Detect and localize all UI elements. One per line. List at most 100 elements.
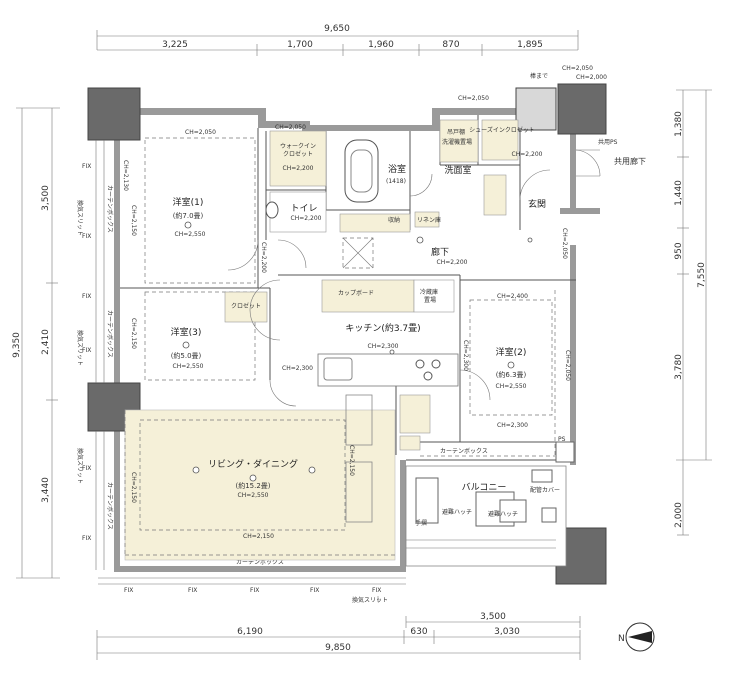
shared-corridor-label: 共用廊下 xyxy=(614,156,646,166)
balcony-name: バルコニー xyxy=(462,482,507,493)
ch-bed3-side: CH=2,150 xyxy=(130,318,137,349)
walkin-ch: CH=2,200 xyxy=(283,165,314,172)
dim-top-seg-3: 1,960 xyxy=(368,40,394,50)
curtain-box-left-1: カーテンボックス xyxy=(106,185,114,233)
right-dimensions: 1,380 1,440 950 3,780 7,550 2,000 xyxy=(674,89,712,536)
kitchen-name: キッチン(約3.7畳) xyxy=(345,322,420,334)
cupboard-label: カップボード xyxy=(338,289,374,297)
kitchen-storage xyxy=(399,435,421,451)
dim-right-seg-3: 950 xyxy=(674,242,684,259)
dim-bottom-seg-1: 6,190 xyxy=(237,627,263,637)
living-outline xyxy=(139,419,346,531)
bedroom3-outline xyxy=(144,291,256,381)
hall-storage xyxy=(339,213,411,233)
kitchen-sink xyxy=(323,357,353,381)
entrance-storage xyxy=(483,174,507,216)
shoes-closet-floor xyxy=(481,119,519,161)
bath-note: (1418) xyxy=(386,178,406,185)
balcony-area xyxy=(405,441,575,567)
bedroom1-outline xyxy=(144,137,256,284)
ch-hall-left: CH=2,200 xyxy=(260,242,267,273)
compass-label: N xyxy=(618,634,625,644)
fix-bottom-4: FIX xyxy=(310,587,319,594)
washer-space xyxy=(439,119,479,163)
fridge-label-2: 置場 xyxy=(424,296,436,304)
bedroom1-size: (約7.0畳) xyxy=(173,211,204,220)
bedroom1-ch: CH=2,550 xyxy=(175,231,206,238)
washroom-name: 洗面室 xyxy=(444,164,471,176)
fix-label-1: FIX xyxy=(82,163,91,170)
bedroom3-ch: CH=2,550 xyxy=(173,363,204,370)
fridge-label: 冷蔵庫 xyxy=(420,288,438,296)
top-dimensions: 9,650 3,225 1,700 1,960 870 1,895 xyxy=(96,24,579,56)
dim-left-seg-2: 2,410 xyxy=(41,329,51,355)
bedroom3-size: (約5.0畳) xyxy=(171,351,202,360)
ch-kitchen-side: CH=2,300 xyxy=(462,340,469,371)
compass-icon: N xyxy=(618,622,655,652)
curtain-box-left-3: カーテンボックス xyxy=(106,482,114,530)
curtain-box-left-2: カーテンボックス xyxy=(106,310,114,358)
closet-name: クロゼット xyxy=(231,302,261,310)
fridge-space xyxy=(413,279,455,313)
entrance-name: 玄関 xyxy=(528,198,546,210)
curtain-box-bottom: カーテンボックス xyxy=(236,558,284,566)
dim-left-total: 9,350 xyxy=(12,332,22,358)
bedroom2-closet xyxy=(399,394,431,434)
ch-living-side: CH=2,150 xyxy=(130,472,137,503)
columns xyxy=(87,83,607,585)
fix-bottom-2: FIX xyxy=(188,587,197,594)
washer-label: 洗濯機置場 xyxy=(442,138,472,146)
bedroom2-ch: CH=2,550 xyxy=(496,383,527,390)
ch-lr-kitchen: CH=2,300 xyxy=(282,365,313,372)
bathtub-inner xyxy=(350,149,373,193)
escape2-label: 避難ハッチ xyxy=(488,510,518,518)
dim-top-total: 9,650 xyxy=(324,24,350,34)
left-dimensions: 9,350 3,500 2,410 3,440 xyxy=(12,107,60,579)
bedroom3-name: 洋室(3) xyxy=(171,326,202,338)
dim-bottom-total: 9,850 xyxy=(325,643,351,653)
dim-right-balcony: 2,000 xyxy=(674,502,684,528)
bedroom3-closet xyxy=(224,291,268,323)
ch-living-bottom: CH=2,150 xyxy=(243,533,274,540)
toilet-ch: CH=2,200 xyxy=(291,215,322,222)
fix-label-5: FIX xyxy=(82,465,91,472)
fix-bottom-1: FIX xyxy=(124,587,133,594)
ch-entrance-top2: CH=2,000 xyxy=(576,74,607,81)
fix-label-4: FIX xyxy=(82,347,91,354)
room-labels: 洋室(1) (約7.0畳) CH=2,550 洋室(3) (約5.0畳) CH=… xyxy=(171,126,546,499)
dim-left-seg-3: 3,440 xyxy=(41,477,51,503)
kitchen-ch: CH=2,300 xyxy=(368,343,399,350)
light-fixtures xyxy=(182,221,533,482)
ch-entrance-top1: CH=2,050 xyxy=(562,65,593,72)
living-size: (約15.2畳) xyxy=(235,481,270,490)
ch-bed2-side: CH=2,050 xyxy=(564,350,571,381)
dim-right-total: 7,550 xyxy=(697,262,707,288)
dim-right-seg-1: 1,380 xyxy=(674,111,684,137)
living-name: リビング・ダイニング xyxy=(208,458,298,470)
handrail-label: 手摺 xyxy=(415,519,427,527)
storage-label: 収納 xyxy=(388,216,400,224)
shared-ps-label: 共用PS xyxy=(598,138,618,146)
shoes-ch: CH=2,200 xyxy=(512,151,543,158)
dim-top-seg-5: 1,895 xyxy=(517,40,543,50)
dim-top-seg-1: 3,225 xyxy=(162,40,188,50)
dim-bottom-seg-2: 630 xyxy=(410,627,427,637)
left-window-strip: FIX FIX FIX FIX FIX FIX 換気スリット 換気スリット 換気… xyxy=(76,140,114,570)
vent-slit-left-1: 換気スリット xyxy=(76,200,84,236)
bath-name: 浴室 xyxy=(388,163,406,175)
living-ch: CH=2,550 xyxy=(238,492,269,499)
ch-wash-top: CH=2,050 xyxy=(458,95,489,102)
door-swings xyxy=(227,149,601,407)
ch-hall-right: CH=2,050 xyxy=(561,228,568,259)
living-floor xyxy=(124,409,396,561)
hallway-name: 廊下 xyxy=(431,246,449,258)
walkin-name: ウォークイン xyxy=(280,142,316,150)
ch-bed1-side: CH=2,150 xyxy=(130,205,137,236)
dim-right-seg-4: 3,780 xyxy=(674,354,684,380)
linen-storage xyxy=(414,211,440,228)
ch-walk-top: CH=2,050 xyxy=(275,124,306,131)
floor-hatch xyxy=(342,237,374,269)
toilet-name: トイレ xyxy=(290,204,317,214)
dim-left-seg-1: 3,500 xyxy=(41,185,51,211)
